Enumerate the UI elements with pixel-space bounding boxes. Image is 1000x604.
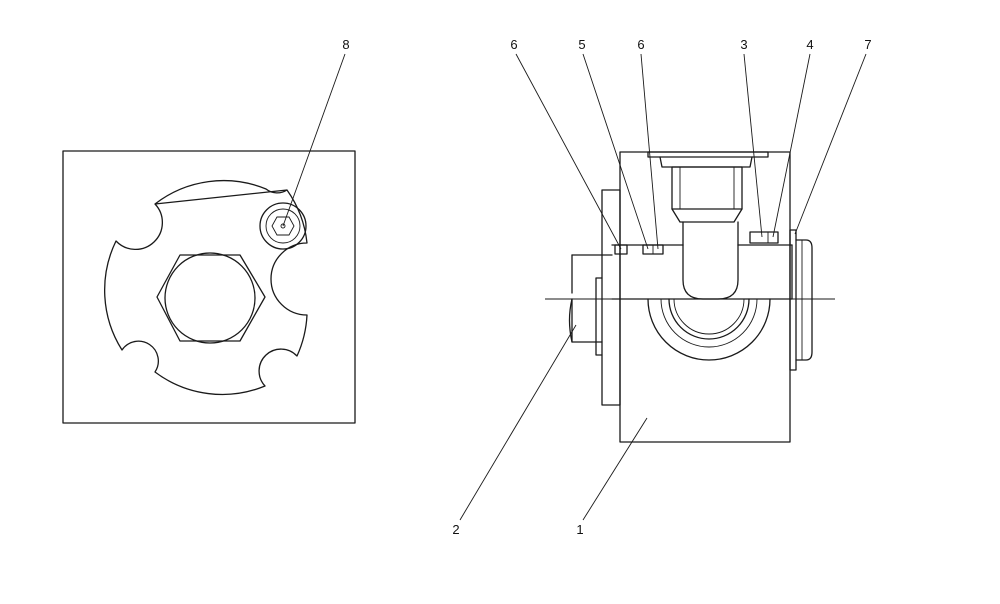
- shaft-bore: [164, 252, 256, 344]
- callout-3: 3: [740, 37, 747, 52]
- hex-nut: [156, 254, 266, 342]
- callout-4: 4: [806, 37, 813, 52]
- callout-2: 2: [452, 522, 459, 537]
- callout-labels: 8 6 5 6 3 4 7 2 1: [342, 37, 871, 537]
- end-view-housing-outline: [62, 150, 356, 424]
- end-cap: [789, 229, 813, 371]
- end-view: [62, 150, 356, 424]
- callout-7: 7: [864, 37, 871, 52]
- callout-6-right: 6: [637, 37, 644, 52]
- shaft: [571, 244, 793, 300]
- callout-6-left: 6: [510, 37, 517, 52]
- slotted-flange: [104, 179, 308, 396]
- callout-1: 1: [576, 522, 583, 537]
- housing-body: [619, 151, 791, 443]
- mounting-flange: [568, 189, 621, 406]
- callout-8: 8: [342, 37, 349, 52]
- side-view: [545, 151, 835, 443]
- callout-5: 5: [578, 37, 585, 52]
- set-screw: [259, 202, 307, 250]
- top-fitting: [647, 151, 769, 246]
- seal-rings: [614, 231, 779, 255]
- leader-lines: [282, 53, 867, 521]
- bearing: [647, 298, 771, 361]
